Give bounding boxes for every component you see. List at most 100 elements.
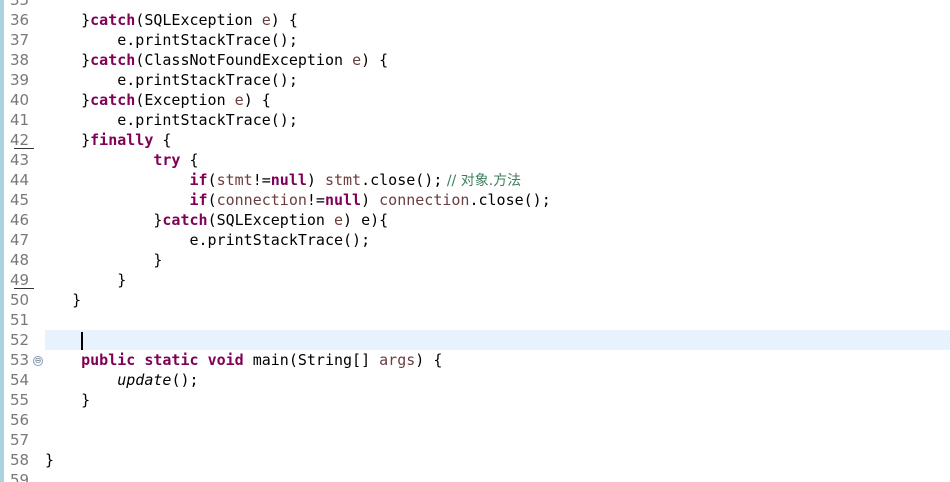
- code-text[interactable]: if(stmt!=null) stmt.close(); // 对象.方法: [45, 170, 950, 190]
- code-line[interactable]: 41 e.printStackTrace();: [0, 110, 950, 130]
- token: (ClassNotFoundException: [135, 51, 353, 69]
- variable-token: stmt: [216, 171, 253, 189]
- keyword-token: catch: [90, 11, 136, 29]
- token: ): [361, 191, 380, 209]
- editor-left-margin-bar: [0, 0, 4, 482]
- code-text[interactable]: e.printStackTrace();: [45, 70, 950, 90]
- code-text[interactable]: try {: [45, 150, 950, 170]
- code-line[interactable]: 39 e.printStackTrace();: [0, 70, 950, 90]
- variable-token: e: [352, 51, 362, 69]
- token: }: [117, 271, 127, 289]
- code-text[interactable]: if(connection!=null) connection.close();: [45, 190, 950, 210]
- line-number: 50: [10, 291, 30, 309]
- code-text[interactable]: }catch(Exception e) {: [45, 90, 950, 110]
- code-line[interactable]: 55 }: [0, 390, 950, 410]
- code-text[interactable]: }: [45, 250, 950, 270]
- line-number: 49: [10, 270, 38, 290]
- line-number: 42: [10, 130, 38, 150]
- code-line[interactable]: 58 }: [0, 450, 950, 470]
- code-line[interactable]: 50 }: [0, 290, 950, 310]
- variable-token: connection: [379, 191, 470, 209]
- line-number: 59: [10, 471, 30, 482]
- code-text[interactable]: }: [45, 390, 950, 410]
- code-text[interactable]: [45, 410, 950, 430]
- code-line[interactable]: 40 }catch(Exception e) {: [0, 90, 950, 110]
- text-cursor: [81, 331, 84, 350]
- code-line[interactable]: 51: [0, 310, 950, 330]
- code-line[interactable]: 56: [0, 410, 950, 430]
- code-line[interactable]: 59: [0, 470, 950, 482]
- keyword-token: catch: [90, 51, 136, 69]
- code-line[interactable]: 48 }: [0, 250, 950, 270]
- line-number: 41: [10, 111, 30, 129]
- code-text[interactable]: [45, 310, 950, 330]
- line-number: 44: [10, 171, 30, 189]
- keyword-token: static: [144, 351, 199, 369]
- code-text[interactable]: }catch(SQLException e) {: [45, 10, 950, 30]
- token: }: [81, 391, 91, 409]
- line-number: 39: [10, 71, 30, 89]
- variable-token: stmt: [324, 171, 362, 189]
- token: (Exception: [135, 91, 235, 109]
- code-text[interactable]: }: [45, 290, 950, 310]
- token: ) e){: [343, 211, 389, 229]
- token: ) {: [243, 91, 271, 109]
- code-text[interactable]: }catch(ClassNotFoundException e) {: [45, 50, 950, 70]
- code-line-current[interactable]: 52: [0, 330, 950, 350]
- code-line[interactable]: 49 }: [0, 270, 950, 290]
- code-line[interactable]: 44 if(stmt!=null) stmt.close(); // 对象.方法: [0, 170, 950, 190]
- code-line[interactable]: 43 try {: [0, 150, 950, 170]
- code-text[interactable]: }catch(SQLException e) e){: [45, 210, 950, 230]
- code-text[interactable]: }: [45, 450, 950, 470]
- code-line[interactable]: 53 ⊖ public static void main(String[] ar…: [0, 350, 950, 370]
- token: (: [207, 191, 217, 209]
- token: !=: [252, 171, 271, 189]
- token: }: [81, 11, 91, 29]
- token: }: [72, 291, 82, 309]
- line-number: 37: [10, 31, 30, 49]
- keyword-token: finally: [90, 131, 154, 149]
- keyword-token: catch: [90, 91, 136, 109]
- keyword-token: try: [153, 151, 181, 169]
- code-line[interactable]: 37 e.printStackTrace();: [0, 30, 950, 50]
- line-number: 45: [10, 191, 30, 209]
- code-line[interactable]: 46 }catch(SQLException e) e){: [0, 210, 950, 230]
- token: !=: [306, 191, 325, 209]
- keyword-token: if: [189, 191, 208, 209]
- token: e.printStackTrace();: [189, 231, 371, 249]
- code-line[interactable]: 36 }catch(SQLException e) {: [0, 10, 950, 30]
- token: }: [153, 251, 163, 269]
- code-line[interactable]: 38 }catch(ClassNotFoundException e) {: [0, 50, 950, 70]
- code-line[interactable]: 57: [0, 430, 950, 450]
- collapse-fold-icon[interactable]: ⊖: [33, 356, 43, 366]
- code-line[interactable]: 47 e.printStackTrace();: [0, 230, 950, 250]
- code-line[interactable]: 42 }finally {: [0, 130, 950, 150]
- code-text[interactable]: }finally {: [45, 130, 950, 150]
- token: main(String[]: [243, 351, 380, 369]
- token: {: [180, 151, 199, 169]
- code-line[interactable]: 54 update();: [0, 370, 950, 390]
- code-text[interactable]: update();: [45, 370, 950, 390]
- token: }: [81, 51, 91, 69]
- code-text[interactable]: [45, 470, 950, 482]
- code-line[interactable]: 35: [0, 0, 950, 10]
- line-number: 47: [10, 231, 30, 249]
- code-text[interactable]: public static void main(String[] args) {: [45, 350, 950, 370]
- line-number: 46: [10, 211, 30, 229]
- code-text[interactable]: e.printStackTrace();: [45, 110, 950, 130]
- code-text[interactable]: e.printStackTrace();: [45, 230, 950, 250]
- line-number: 56: [10, 411, 30, 429]
- line-number: 54: [10, 371, 30, 389]
- keyword-token: catch: [162, 211, 208, 229]
- code-text[interactable]: }: [45, 270, 950, 290]
- code-line[interactable]: 45 if(connection!=null) connection.close…: [0, 190, 950, 210]
- code-text[interactable]: [45, 330, 950, 350]
- code-text[interactable]: [45, 430, 950, 450]
- token: ) {: [415, 351, 443, 369]
- token: ) {: [361, 51, 389, 69]
- variable-token: connection: [216, 191, 307, 209]
- code-text[interactable]: e.printStackTrace();: [45, 30, 950, 50]
- code-text[interactable]: [45, 0, 950, 10]
- line-number: 48: [10, 251, 30, 269]
